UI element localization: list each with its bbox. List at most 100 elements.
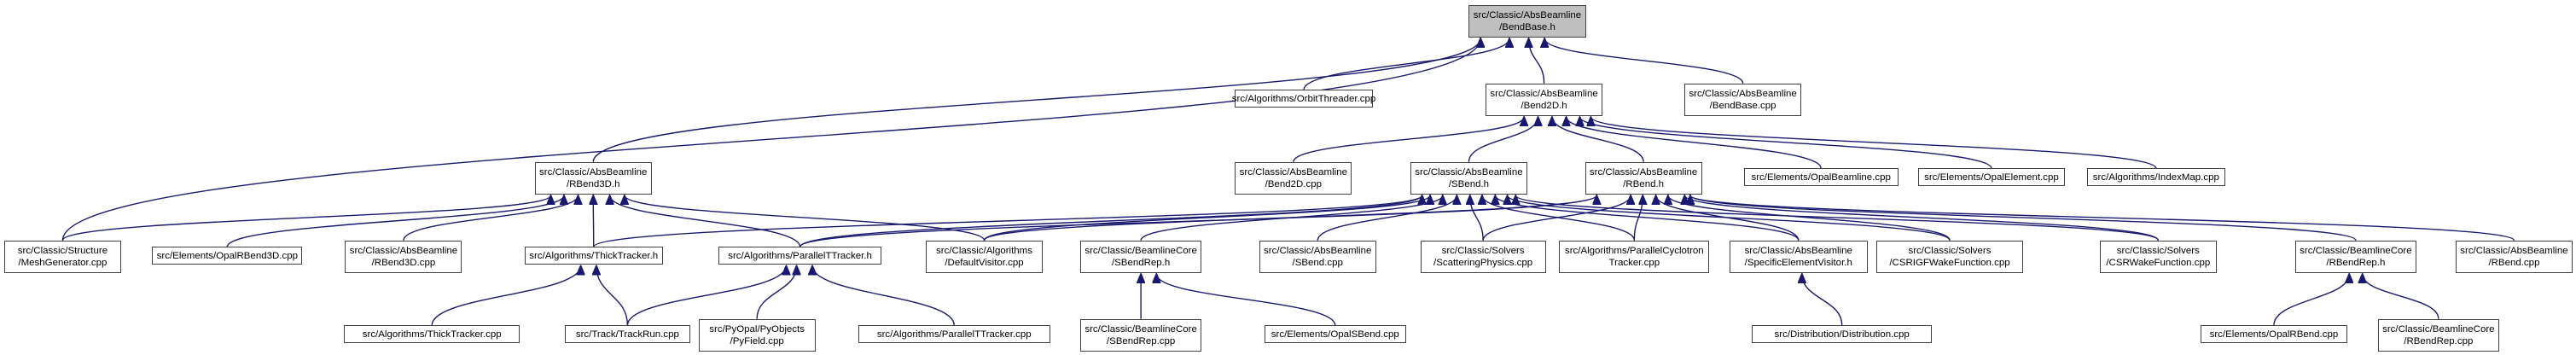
node-rbendrep-h[interactable]: src/Classic/BeamlineCore/RBendRep.h: [2294, 240, 2416, 273]
node-label-line: /DefaultVisitor.cpp: [945, 257, 1024, 268]
node-sbend-cpp[interactable]: src/Classic/AbsBeamline/SBend.cpp: [1259, 240, 1376, 273]
node-scattering-cpp[interactable]: src/Classic/Solvers/ScatteringPhysics.cp…: [1420, 240, 1546, 273]
edge-specificvisitor-h-to-rbend-h: [1656, 195, 1800, 241]
edge-trackrun-cpp-to-paralleltt-h: [626, 265, 786, 326]
node-label-line: src/Elements/OpalRBend.cpp: [2209, 329, 2339, 340]
node-label-line: src/Classic/BeamlineCore: [2300, 245, 2412, 256]
node-distribution-cpp[interactable]: src/Distribution/Distribution.cpp: [1752, 325, 1932, 344]
node-label-line: src/Classic/AbsBeamline: [1239, 166, 1347, 178]
node-label-line: /SpecificElementVisitor.h: [1744, 257, 1852, 268]
edge-orbitthreader-cpp-to-bendbase-h: [1303, 38, 1509, 90]
node-label-line: src/Classic/BeamlineCore: [2382, 323, 2495, 335]
node-label-line: src/Classic/Solvers: [1441, 245, 1525, 256]
node-trackrun-cpp[interactable]: src/Track/TrackRun.cpp: [564, 325, 690, 344]
node-opalrbend3d-cpp[interactable]: src/Elements/OpalRBend3D.cpp: [152, 247, 303, 265]
node-label-line: src/Algorithms/ParallelCyclotron: [1564, 245, 1704, 256]
node-label-line: /Bend2D.h: [1521, 100, 1567, 111]
edge-rbendrep-h-to-rbend-h: [1690, 195, 2357, 242]
edge-thicktracker-h-to-sbend-h: [593, 195, 1422, 247]
node-bend2d-cpp[interactable]: src/Classic/AbsBeamline/Bend2D.cpp: [1235, 161, 1352, 195]
node-label-line: /SBend.cpp: [1292, 257, 1343, 268]
node-rbend-cpp[interactable]: src/Classic/AbsBeamline/RBend.cpp: [2455, 240, 2573, 273]
node-csrigf-cpp[interactable]: src/Classic/Solvers/CSRIGFWakeFunction.c…: [1876, 240, 2023, 273]
node-label-line: Tracker.cpp: [1608, 257, 1660, 268]
node-sbendrep-cpp[interactable]: src/Classic/BeamlineCore/SBendRep.cpp: [1080, 318, 1202, 352]
node-indexmap-cpp[interactable]: src/Algorithms/IndexMap.cpp: [2087, 168, 2225, 187]
node-label-line: /RBend.cpp: [2488, 257, 2540, 268]
node-orbitthreader-cpp[interactable]: src/Algorithms/OrbitThreader.cpp: [1231, 90, 1376, 108]
node-label-line: src/Track/TrackRun.cpp: [575, 329, 679, 340]
node-rbend3d-cpp[interactable]: src/Classic/AbsBeamline/RBend3D.cpp: [345, 240, 462, 273]
node-bend2d-h[interactable]: src/Classic/AbsBeamline/Bend2D.h: [1486, 83, 1603, 117]
node-label-line: /PyField.cpp: [730, 335, 784, 346]
node-label-line: /SBendRep.h: [1111, 257, 1171, 268]
node-csrwake-cpp[interactable]: src/Classic/Solvers/CSRWakeFunction.cpp: [2099, 240, 2217, 273]
node-label-line: src/Classic/Structure: [17, 245, 108, 256]
node-thicktracker-h[interactable]: src/Algorithms/ThickTracker.h: [524, 247, 663, 265]
node-label-line: src/Classic/AbsBeamline: [1589, 166, 1698, 178]
edge-defaultvisitor-cpp-to-sbend-h: [983, 195, 1431, 242]
node-sbendrep-h[interactable]: src/Classic/BeamlineCore/SBendRep.h: [1080, 240, 1202, 273]
node-bendbase-cpp[interactable]: src/Classic/AbsBeamline/BendBase.cpp: [1684, 83, 1802, 117]
edge-defaultvisitor-cpp-to-rbend-h: [983, 195, 1597, 242]
node-label-line: /CSRWakeFunction.cpp: [2106, 257, 2211, 268]
node-opalsbend-cpp[interactable]: src/Elements/OpalSBend.cpp: [1264, 325, 1406, 344]
edge-indexmap-cpp-to-bend2d-h: [1590, 117, 2157, 169]
node-rbendrep-cpp[interactable]: src/Classic/BeamlineCore/RBendRep.cpp: [2377, 318, 2499, 352]
node-label-line: /CSRIGFWakeFunction.cpp: [1889, 257, 2010, 268]
node-sbend-h[interactable]: src/Classic/AbsBeamline/SBend.h: [1410, 161, 1527, 195]
edge-scattering-cpp-to-sbend-h: [1470, 195, 1484, 241]
node-defaultvisitor-cpp[interactable]: src/Classic/Algorithms/DefaultVisitor.cp…: [925, 240, 1044, 273]
node-specificvisitor-h[interactable]: src/Classic/AbsBeamline/SpecificElementV…: [1729, 240, 1868, 273]
edge-bend2d-cpp-to-bend2d-h: [1293, 117, 1524, 162]
node-label-line: src/Classic/BeamlineCore: [1084, 245, 1197, 256]
edge-meshgenerator-cpp-to-bendbase-h: [61, 38, 1480, 241]
node-paralleltt-h[interactable]: src/Algorithms/ParallelTTracker.h: [718, 247, 882, 265]
node-label-line: /RBendRep.cpp: [2404, 335, 2474, 346]
node-label-line: src/Classic/Solvers: [2116, 245, 2200, 256]
node-label-line: /Bend2D.cpp: [1265, 178, 1322, 189]
node-rbend-h[interactable]: src/Classic/AbsBeamline/RBend.h: [1585, 161, 1702, 195]
node-label-line: src/Classic/Solvers: [1908, 245, 1992, 256]
node-label-line: src/Classic/AbsBeamline: [1490, 88, 1598, 99]
edge-bend2d-h-to-bendbase-h: [1529, 38, 1545, 84]
node-label-line: src/Elements/OpalRBend3D.cpp: [156, 250, 298, 261]
edge-meshgenerator-cpp-to-rbend3d-h: [61, 195, 550, 242]
edge-opalsbend-cpp-to-sbendrep-h: [1156, 274, 1336, 326]
node-opalrbend-cpp[interactable]: src/Elements/OpalRBend.cpp: [2201, 325, 2347, 344]
node-label-line: /RBend3D.cpp: [371, 257, 436, 268]
node-paralleltt-cpp[interactable]: src/Algorithms/ParallelTTracker.cpp: [858, 325, 1050, 344]
node-opalelement-cpp[interactable]: src/Elements/OpalElement.cpp: [1918, 168, 2065, 187]
edge-paralleltt-h-to-rbend3d-h: [610, 195, 801, 247]
node-label-line: src/Classic/Algorithms: [936, 245, 1032, 256]
node-label-line: src/Classic/AbsBeamline: [1689, 88, 1797, 99]
node-label-line: /SBendRep.cpp: [1106, 335, 1176, 346]
node-thicktracker-cpp[interactable]: src/Algorithms/ThickTracker.cpp: [344, 325, 520, 344]
node-pyfield-cpp[interactable]: src/PyOpal/PyObjects/PyField.cpp: [698, 318, 816, 352]
node-label-line: src/Algorithms/ParallelTTracker.h: [728, 250, 872, 261]
node-bendbase-h: src/Classic/AbsBeamline/BendBase.h: [1468, 4, 1586, 38]
node-rbend3d-h[interactable]: src/Classic/AbsBeamline/RBend3D.h: [534, 161, 652, 195]
node-meshgenerator-cpp[interactable]: src/Classic/Structure/MeshGenerator.cpp: [3, 240, 121, 273]
edge-rbend-h-to-bend2d-h: [1552, 117, 1644, 162]
node-label-line: /BendBase.cpp: [1709, 100, 1776, 111]
node-label-line: /SBend.h: [1448, 178, 1490, 189]
edge-rbend3d-h-to-bendbase-h: [592, 38, 1480, 162]
edge-bendbase-cpp-to-bendbase-h: [1544, 38, 1744, 84]
node-label-line: src/Classic/AbsBeamline: [2460, 245, 2568, 256]
node-label-line: /MeshGenerator.cpp: [18, 257, 108, 268]
node-label-line: src/Classic/AbsBeamline: [1264, 245, 1372, 256]
edge-csrwake-cpp-to-sbend-h: [1515, 195, 2160, 242]
edge-opalrbend-cpp-to-rbendrep-h: [2273, 274, 2349, 326]
node-opalbeamline-cpp[interactable]: src/Elements/OpalBeamline.cpp: [1743, 168, 1899, 187]
node-label-line: src/Elements/OpalBeamline.cpp: [1751, 172, 1891, 183]
node-label-line: src/Algorithms/IndexMap.cpp: [2092, 172, 2219, 183]
edge-paralleltt-h-to-sbend-h: [799, 195, 1422, 247]
node-label-line: src/Algorithms/OrbitThreader.cpp: [1231, 93, 1376, 104]
edge-parallelcyc-cpp-to-rbend-h: [1633, 195, 1643, 241]
node-label-line: src/Algorithms/ParallelTTracker.cpp: [876, 329, 1032, 340]
edge-trackrun-cpp-to-thicktracker-h: [596, 265, 629, 326]
